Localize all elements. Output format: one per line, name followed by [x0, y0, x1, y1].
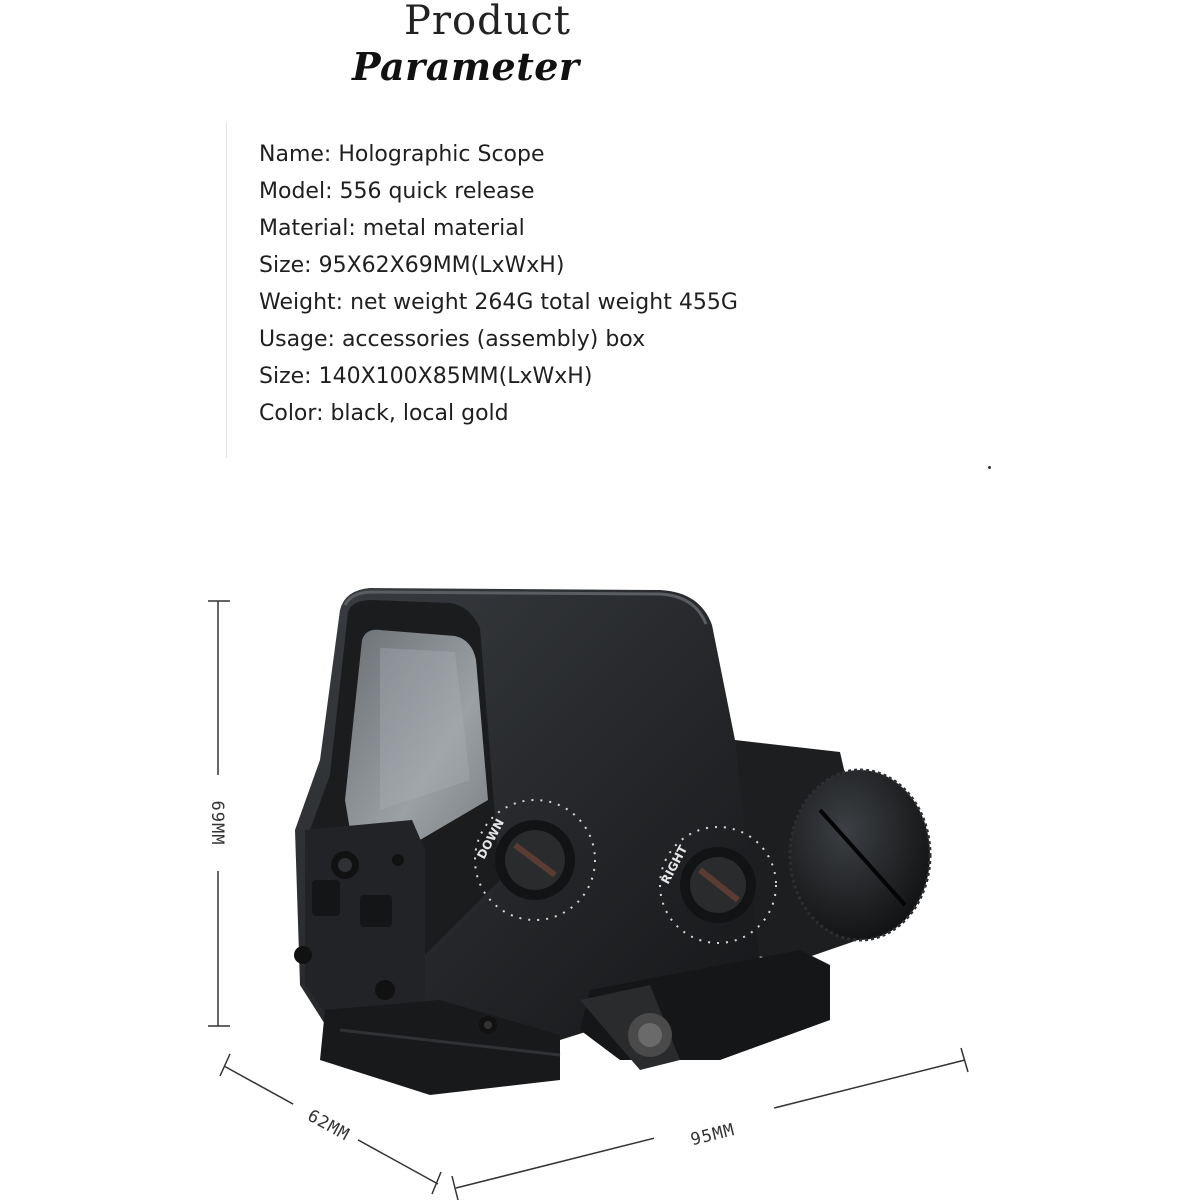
parameter-label: Material — [259, 216, 349, 241]
parameter-item: Usage: accessories (assembly) box — [259, 327, 646, 352]
parameter-label: Size — [259, 364, 305, 389]
decorative-dot — [988, 466, 991, 469]
parameter-value: 140X100X85MM(LxWxH) — [318, 364, 593, 389]
parameter-value: Holographic Scope — [338, 142, 545, 167]
parameter-label: Usage — [259, 327, 328, 352]
parameter-label: Weight — [259, 290, 336, 315]
parameter-label: Model — [259, 179, 326, 204]
parameter-value: accessories (assembly) box — [341, 327, 646, 352]
parameter-value: 556 quick release — [339, 179, 535, 204]
parameter-value: black, local gold — [330, 401, 509, 426]
parameter-item: Color: black, local gold — [259, 401, 509, 426]
parameter-item: Size: 95X62X69MM(LxWxH) — [259, 253, 565, 278]
parameter-label: Size — [259, 253, 305, 278]
parameter-item: Weight: net weight 264G total weight 455… — [259, 290, 738, 315]
parameter-value: 95X62X69MM(LxWxH) — [318, 253, 565, 278]
divider-line — [226, 122, 227, 458]
parameter-item: Name: Holographic Scope — [259, 142, 545, 167]
parameter-item: Material: metal material — [259, 216, 525, 241]
length-dimension: 95MM — [451, 1047, 969, 1200]
parameter-item: Size: 140X100X85MM(LxWxH) — [259, 364, 593, 389]
scope-body: DOWN RIGHT — [294, 588, 932, 1095]
parameter-label: Name — [259, 142, 324, 167]
parameter-item: Model: 556 quick release — [259, 179, 535, 204]
title-parameter: Parameter — [352, 44, 580, 89]
parameter-value: metal material — [362, 216, 525, 241]
parameter-label: Color — [259, 401, 317, 426]
parameter-value: net weight 264G total weight 455G — [350, 290, 738, 315]
height-dimension: 69MM — [205, 600, 231, 1027]
title-product: Product — [404, 0, 571, 44]
height-label: 69MM — [207, 801, 227, 846]
